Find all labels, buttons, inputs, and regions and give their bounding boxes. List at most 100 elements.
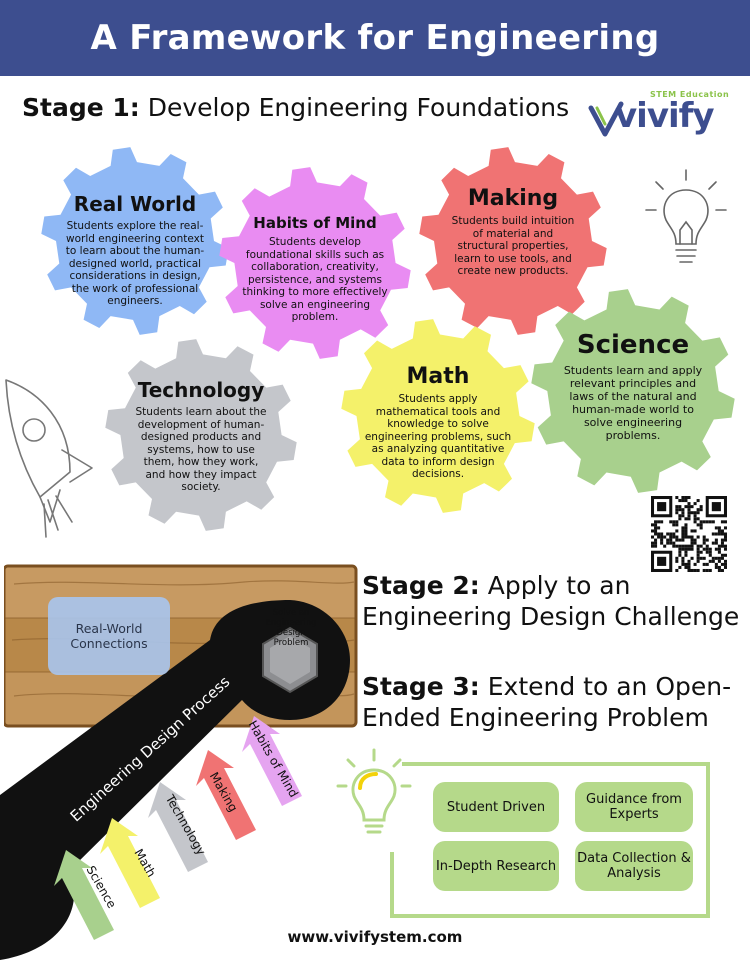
qr-module: [669, 535, 673, 539]
qr-module: [678, 514, 682, 518]
lightbulb-doodle-icon: [645, 169, 727, 263]
qr-module: [699, 544, 703, 548]
arrow-technology: [148, 782, 208, 872]
qr-module: [660, 535, 664, 539]
qr-module: [657, 502, 667, 512]
qr-module: [717, 544, 721, 548]
qr-module: [705, 562, 709, 566]
qr-module: [720, 544, 724, 548]
qr-module: [705, 520, 709, 524]
qr-module: [681, 526, 685, 530]
qr-module: [720, 553, 724, 557]
qr-module: [699, 550, 703, 554]
pill-label: Guidance from Experts: [586, 792, 682, 822]
qr-module: [690, 568, 694, 572]
qr-module: [702, 556, 706, 560]
qr-module: [717, 547, 721, 551]
qr-module: [714, 526, 718, 530]
qr-module: [675, 559, 679, 563]
qr-module: [651, 535, 655, 539]
stage3-line2: Ended Engineering Problem: [362, 703, 709, 732]
qr-module: [708, 547, 712, 551]
gear-making: [418, 146, 608, 336]
qr-module: [684, 505, 688, 509]
qr-module: [711, 541, 715, 545]
stage2-line2: Engineering Design Challenge: [362, 602, 740, 631]
qr-module: [714, 538, 718, 542]
qr-module: [720, 529, 724, 533]
qr-module: [720, 556, 724, 560]
rocket-doodle-icon: [5, 379, 93, 538]
qr-module: [708, 520, 712, 524]
qr-module: [714, 547, 718, 551]
qr-module: [690, 538, 694, 542]
qr-module: [696, 511, 700, 515]
qr-module: [720, 538, 724, 542]
qr-module: [675, 505, 679, 509]
qr-module: [693, 502, 697, 506]
qr-module: [687, 559, 691, 563]
gear-description: Students build intuition of material and…: [451, 215, 575, 277]
qr-module: [684, 499, 688, 503]
website-link[interactable]: www.vivifystem.com: [287, 928, 463, 946]
qr-module: [654, 544, 658, 548]
qr-module: [681, 529, 685, 533]
qr-module: [684, 529, 688, 533]
qr-module: [678, 517, 682, 521]
stage2-label: Stage 2:: [362, 571, 480, 600]
qr-code-icon[interactable]: [651, 496, 727, 572]
qr-module: [675, 544, 679, 548]
qr-module: [672, 523, 676, 527]
stage2-heading: Stage 2: Apply to an Engineering Design …: [362, 570, 739, 632]
qr-module: [678, 553, 682, 557]
qr-module: [669, 520, 673, 524]
qr-module: [708, 550, 712, 554]
qr-module: [696, 559, 700, 563]
logo-brand: vivify: [615, 96, 715, 136]
gear-title: Science: [576, 330, 690, 360]
qr-module: [684, 553, 688, 557]
arrow-making: [196, 750, 256, 840]
gear-math: [340, 318, 536, 514]
qr-module: [681, 496, 685, 500]
qr-module: [717, 568, 721, 572]
qr-module: [684, 496, 688, 500]
qr-module: [714, 541, 718, 545]
qr-module: [690, 505, 694, 509]
qr-module: [684, 532, 688, 536]
qr-module: [660, 532, 664, 536]
pill-label: In-Depth Research: [435, 858, 557, 874]
vivify-logo: STEM Education vivify: [585, 90, 735, 150]
qr-module: [672, 532, 676, 536]
qr-module: [690, 556, 694, 560]
qr-module: [705, 538, 709, 542]
qr-module: [657, 535, 661, 539]
qr-module: [699, 556, 703, 560]
gear-outline: [41, 147, 229, 335]
qr-module: [717, 550, 721, 554]
qr-module: [675, 523, 679, 527]
qr-module: [654, 532, 658, 536]
idea-bulb-icon: [336, 748, 412, 834]
qr-module: [675, 556, 679, 560]
qr-module: [717, 565, 721, 569]
qr-module: [690, 541, 694, 545]
qr-module: [678, 550, 682, 554]
pill-label: Data Collection & Analysis: [577, 851, 691, 881]
gear-outline: [531, 289, 735, 493]
real-world-connections-label: Real-World Connections: [70, 621, 148, 651]
arrows-layer: [54, 716, 302, 940]
qr-module: [699, 508, 703, 512]
qr-module: [705, 547, 709, 551]
qr-module: [684, 517, 688, 521]
qr-module: [657, 556, 667, 566]
qr-module: [699, 520, 703, 524]
qr-module: [693, 541, 697, 545]
qr-module: [678, 547, 682, 551]
qr-module: [660, 541, 664, 545]
qr-module: [675, 511, 679, 515]
gear-description: Students learn and apply relevant princi…: [563, 364, 703, 442]
qr-module: [675, 496, 679, 500]
qr-module: [672, 544, 676, 548]
qr-module: [687, 535, 691, 539]
